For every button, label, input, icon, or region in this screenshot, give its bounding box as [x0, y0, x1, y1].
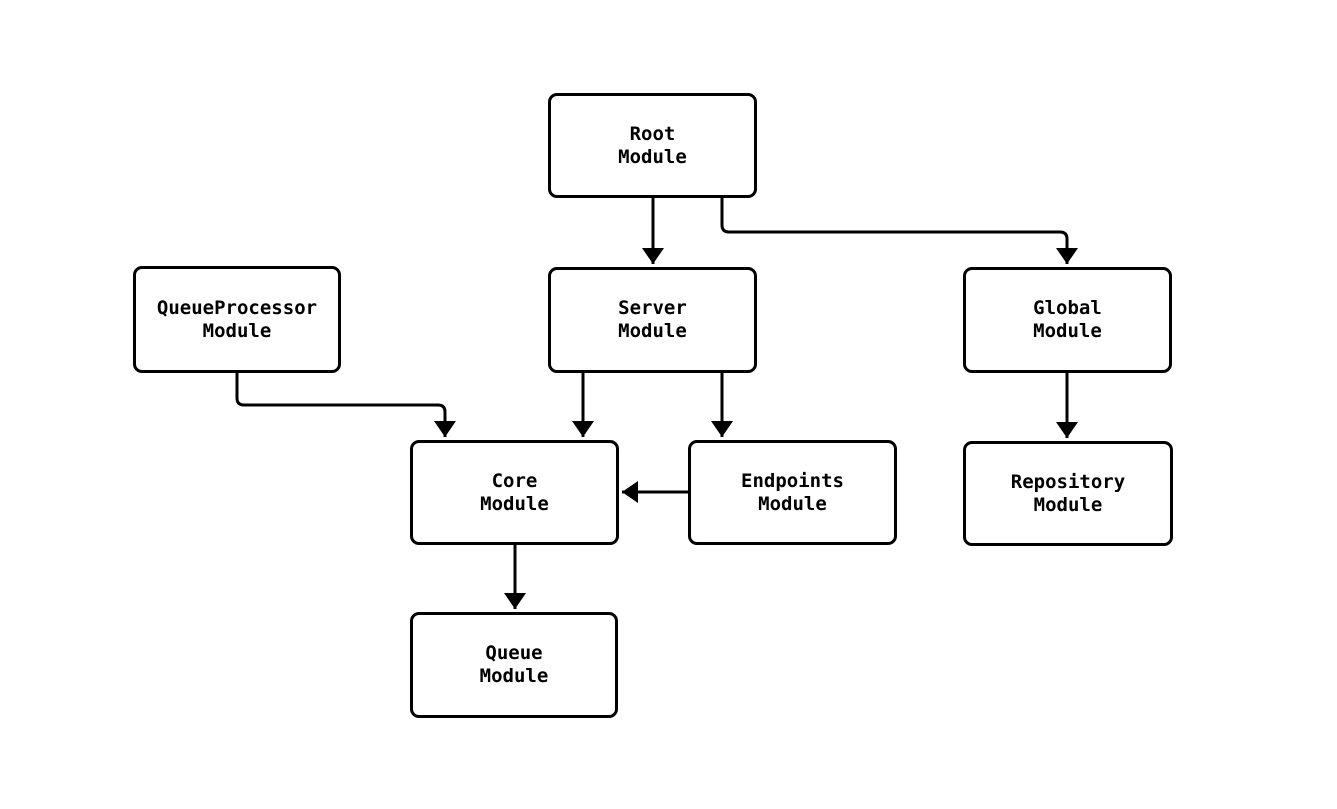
node-root-module: Root Module: [548, 93, 757, 198]
node-server-module-label-line2: Module: [618, 320, 687, 342]
node-global-module: Global Module: [963, 267, 1172, 373]
node-repository-module-label-line1: Repository: [1010, 470, 1126, 493]
node-server-module-label-line1: Server: [618, 297, 687, 319]
node-root-module-label-line1: Root: [629, 122, 676, 145]
node-queueprocessor-module: QueueProcessor Module: [133, 266, 341, 373]
node-global-module-label-line1: Global: [1033, 297, 1102, 319]
node-repository-module-label-line2: Module: [1033, 493, 1103, 516]
node-queue-module: Queue Module: [410, 612, 618, 718]
node-server-module: Server Module: [548, 267, 757, 373]
edge-queueprocessor-to-core: [235, 373, 456, 437]
node-global-module-label-line2: Module: [1033, 320, 1102, 342]
node-endpoints-module-label-line1: Endpoints: [741, 469, 844, 492]
node-root-module-label-line2: Module: [618, 145, 687, 168]
node-queueprocessor-module-label-line1: QueueProcessor: [156, 296, 318, 319]
node-core-module-label-line2: Module: [480, 492, 549, 515]
node-endpoints-module-label-line2: Module: [758, 492, 827, 515]
node-queue-module-label-line2: Module: [479, 665, 549, 687]
node-queueprocessor-module-label-line2: Module: [202, 319, 272, 342]
node-core-module: Core Module: [410, 440, 619, 545]
node-repository-module: Repository Module: [963, 441, 1173, 546]
node-queue-module-label-line1: Queue: [485, 642, 543, 664]
node-endpoints-module: Endpoints Module: [688, 440, 897, 545]
node-core-module-label-line1: Core: [491, 469, 538, 492]
edge-root-to-global: [720, 198, 1078, 264]
